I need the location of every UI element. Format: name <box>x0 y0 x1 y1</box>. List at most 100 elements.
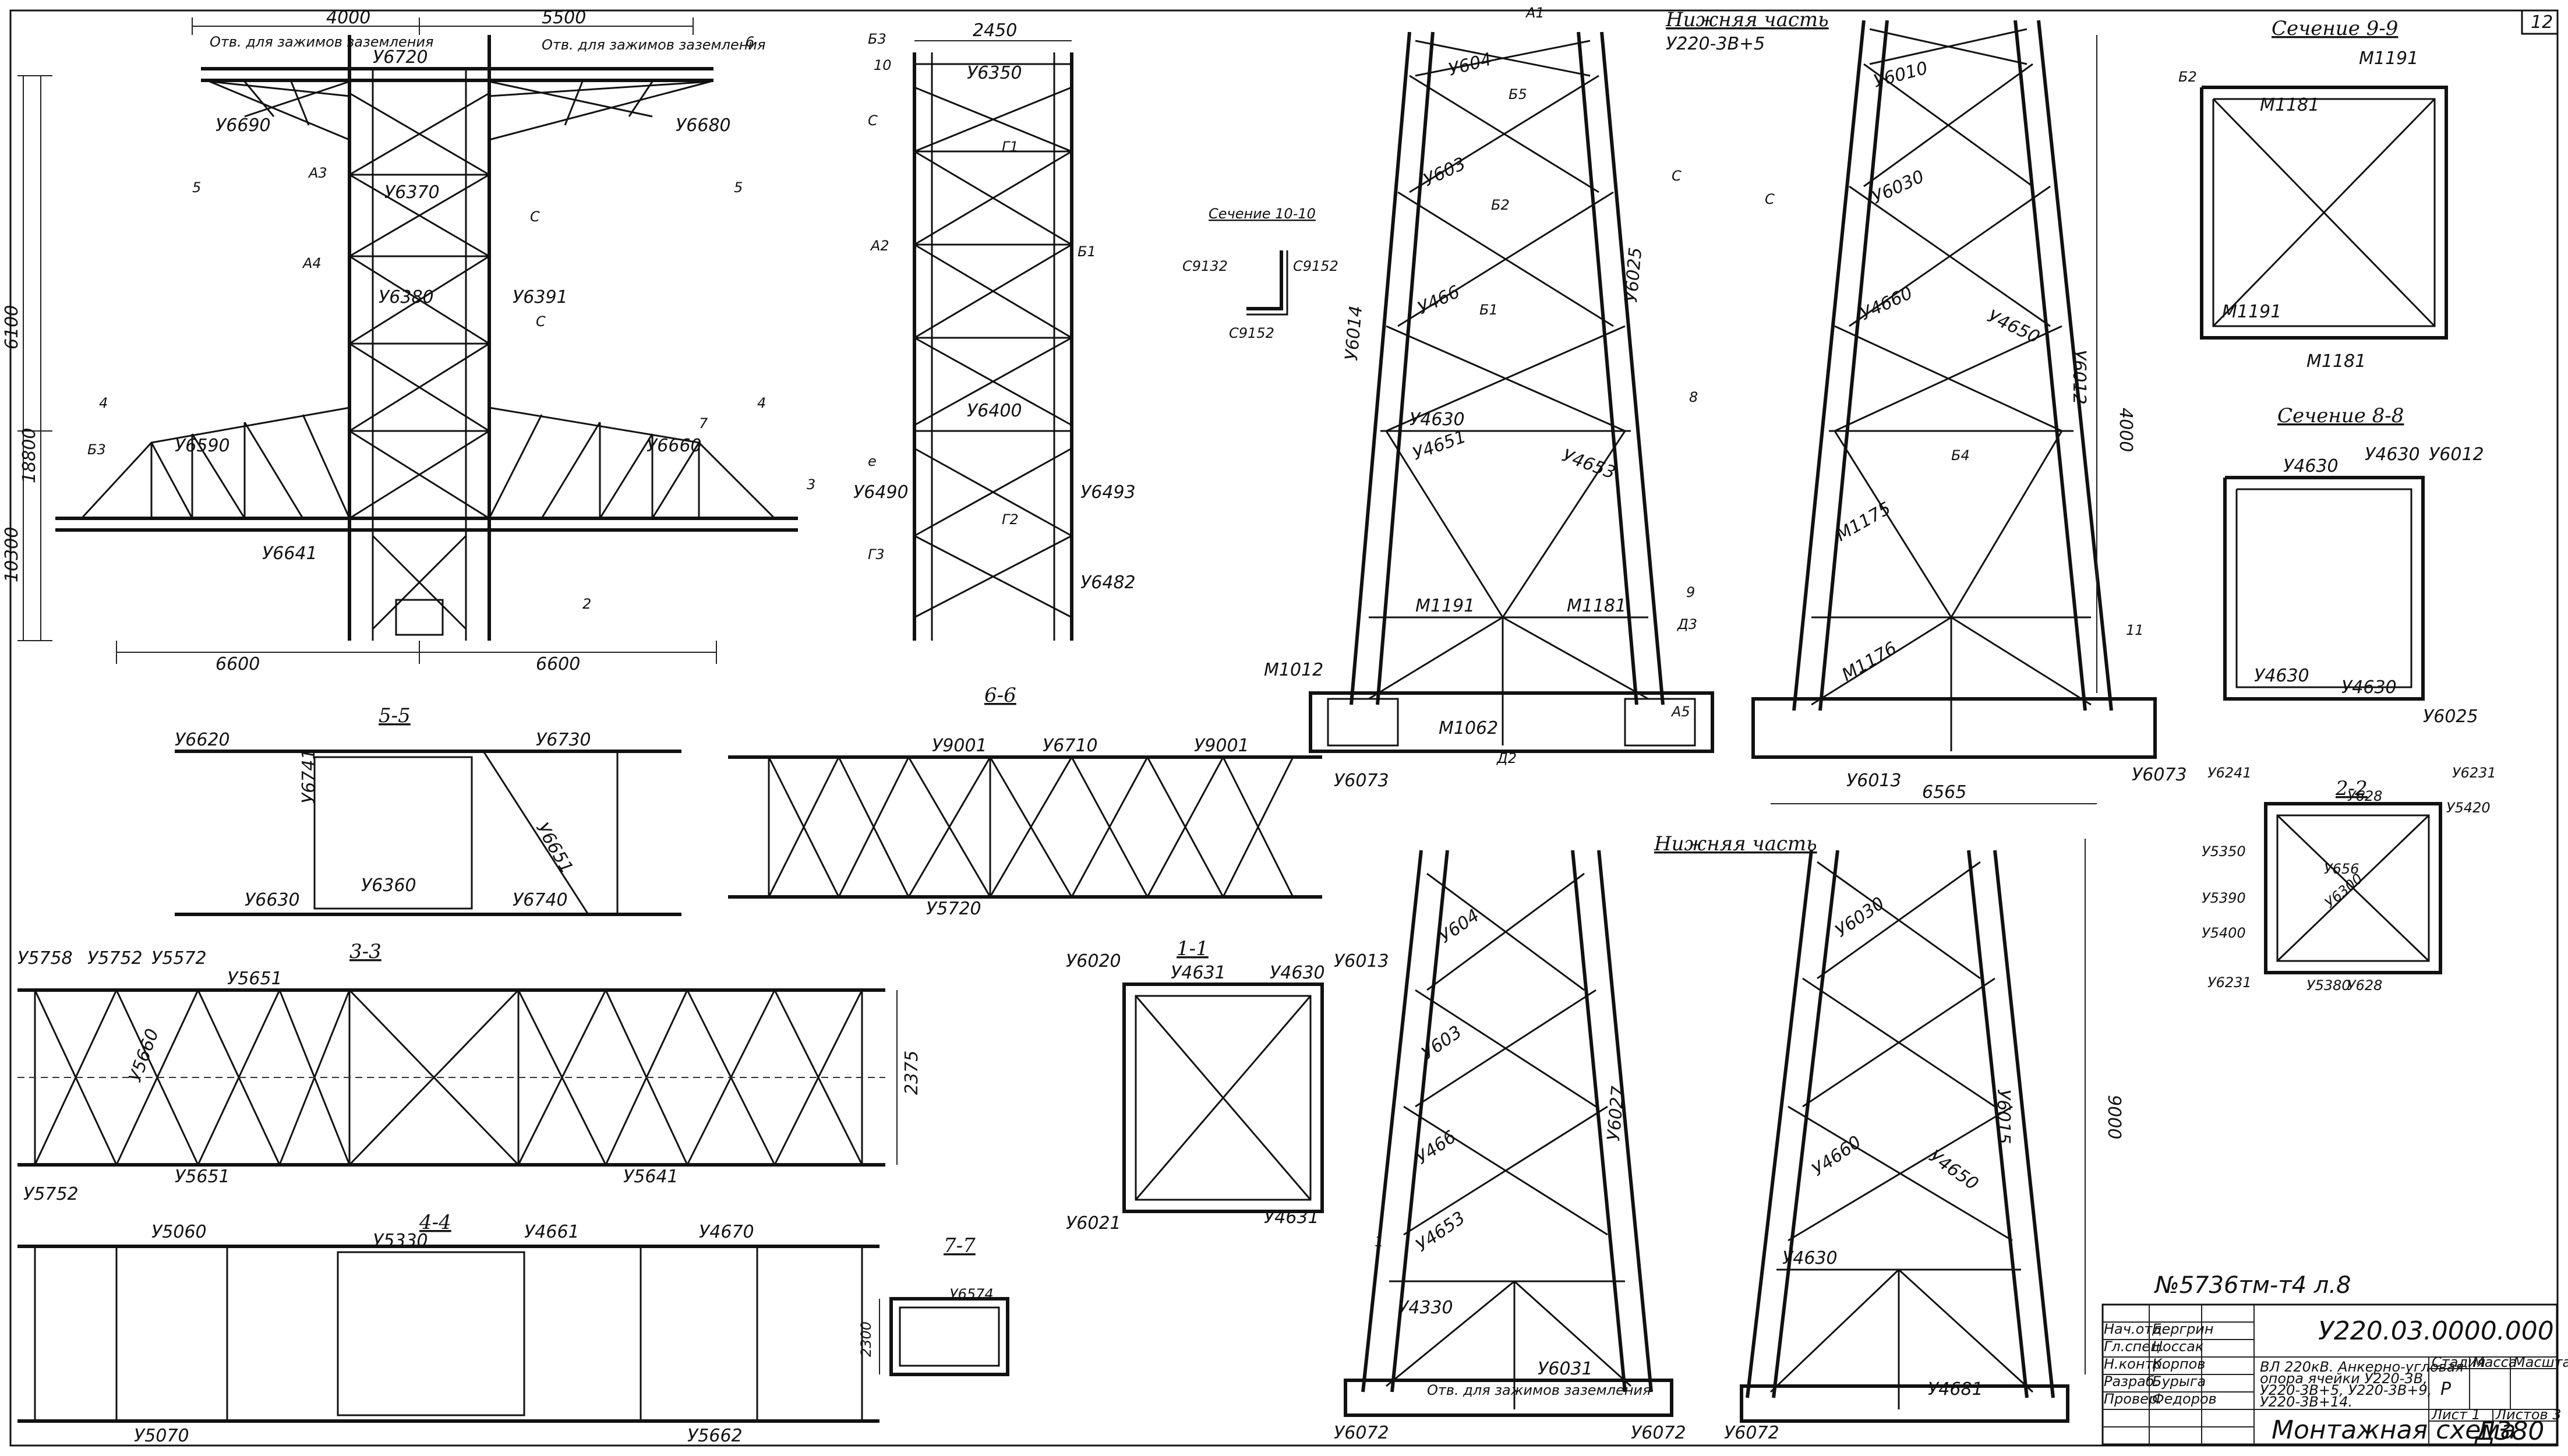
mark-y6031: У6031 <box>1538 1359 1593 1379</box>
mark-y5758: У5758 <box>17 948 73 969</box>
mark-y6350: У6350 <box>967 63 1022 83</box>
mark-y6241: У6241 <box>2207 765 2252 781</box>
sheet-border <box>9 9 2559 1447</box>
stamp-row-2: Гл.спец. <box>2104 1338 2164 1355</box>
dim-2300: 2300 <box>858 1321 874 1357</box>
letter-b1: Б1 <box>1479 302 1498 318</box>
hole-note-right: Отв. для зажимов заземления <box>542 37 765 53</box>
mark-y4653-1: У4653 <box>1559 446 1618 483</box>
letter-g2: Г2 <box>1002 511 1019 528</box>
mark-y6231-b: У6231 <box>2207 974 2252 991</box>
letter-a4: А4 <box>302 255 322 271</box>
mark-y4631-a: У4631 <box>1171 963 1226 983</box>
mark-m1191-s9: М1191 <box>2359 48 2418 69</box>
cut-2: 2 <box>582 596 591 612</box>
stamp-row-1: Нач.отд. <box>2104 1321 2166 1337</box>
dim-6100: 6100 <box>2 305 22 349</box>
mark-y6073-2: У6073 <box>2132 765 2187 785</box>
mark-y4660: У4660 <box>1857 283 1916 325</box>
mark-m1181-s9: М1181 <box>2260 95 2319 115</box>
mark-y6020: У6020 <box>1066 951 1121 971</box>
dim-2375: 2375 <box>902 1051 922 1095</box>
mark-y6370: У6370 <box>384 182 440 203</box>
mark-y6021: У6021 <box>1066 1213 1121 1234</box>
lower-part-elevation-2: 4000 6565 У6010 У6030 У4660 У4650 М1175 … <box>1751 20 2187 804</box>
cut-3: 3 <box>807 476 815 493</box>
letter-c-tower: С <box>868 112 878 129</box>
lower-part-subtitle: У220-3В+5 <box>1666 34 1765 54</box>
mark-y6013-a: У6013 <box>1846 771 1902 791</box>
cut-10: 10 <box>874 57 892 73</box>
title-code: У220.03.0000.000 <box>2318 1316 2554 1346</box>
cut-9: 9 <box>1686 584 1695 600</box>
mark-y5662: У5662 <box>687 1426 743 1446</box>
section-2-title: 2-2 <box>2335 777 2368 800</box>
lower-part-elevation-4: У6030 У4660 У4650 У4630 У6015 У4681 У607… <box>1538 850 2069 1443</box>
mark-y6391: У6391 <box>513 287 568 308</box>
stamp-row-3: Н.контр. <box>2104 1356 2166 1372</box>
letter-c-2: С <box>536 313 546 330</box>
cut-4-left: 4 <box>99 395 108 411</box>
section-2-2: 2-2 У628 У628 У6241 У6231 У6231 У5420 У5… <box>2202 765 2496 994</box>
dim-4000: 4000 <box>326 8 370 28</box>
stamp-row-5: Провер. <box>2104 1391 2162 1407</box>
mark-m1176: М1176 <box>1839 638 1901 685</box>
section-3-3: 3-3 2375 У5758 У5752 У5752 У5572 У5651 У… <box>17 940 922 1204</box>
mark-y6360: У6360 <box>361 875 416 896</box>
letter-b1-tower: Б1 <box>1078 243 1096 260</box>
stage-value: Р <box>2440 1379 2452 1400</box>
section-4-title: 4-4 <box>419 1211 451 1234</box>
mark-y6231-a: У6231 <box>2452 765 2496 781</box>
mark-y6072-b: У6072 <box>1631 1423 1686 1443</box>
mark-m1012-1: М1012 <box>1264 660 1323 680</box>
stamp-name-3: Корпов <box>2152 1356 2205 1372</box>
section-7-7: 7-7 2300 У6574 <box>858 1234 1009 1376</box>
letter-e: е <box>868 453 877 469</box>
letter-b3: Б3 <box>87 441 106 458</box>
dim-2450: 2450 <box>973 20 1017 41</box>
letter-b2: Б2 <box>1491 197 1510 213</box>
drawing-name: Монтажная схема <box>2272 1415 2516 1445</box>
mark-y4651-1: У4651 <box>1410 426 1469 464</box>
letter-c-l1: С <box>1672 168 1682 184</box>
mark-y6741: У6741 <box>299 748 319 804</box>
mark-y5752-a: У5752 <box>87 948 143 969</box>
mark-m1191-1: М1191 <box>1415 596 1475 616</box>
mark-c9152-a: С9152 <box>1293 258 1338 274</box>
section-9-title: Сечение 9-9 <box>2272 17 2398 40</box>
letter-c-1: С <box>530 208 540 225</box>
mark-y4631-b: У4631 <box>1264 1207 1319 1228</box>
letter-b3-tower: Б3 <box>868 31 886 47</box>
scale-value: Д380 <box>2474 1416 2544 1446</box>
section-9-9: Сечение 9-9 М1191 М1181 М1181 М1191 Б2 <box>2178 17 2448 372</box>
dim-6600-left: 6600 <box>216 654 260 674</box>
mark-y6010: У6010 <box>1871 58 1930 91</box>
mark-y5641: У5641 <box>623 1167 679 1187</box>
mark-y4681: У4681 <box>1928 1379 1983 1400</box>
mark-y4630-s8d: У4630 <box>2341 677 2397 698</box>
mark-y4653-3: У4653 <box>1412 1208 1470 1256</box>
section-6-title: 6-6 <box>984 684 1016 707</box>
cut-5-right: 5 <box>734 179 743 196</box>
tower-side-elevation: 2450 У6350 У6400 У6490 У6493 У6482 Б3 С … <box>853 20 1136 641</box>
mark-y5400: У5400 <box>2202 925 2246 941</box>
section-8-8: Сечение 8-8 У4630 У4630 У6012 У4630 У602… <box>2223 404 2484 727</box>
mark-y6730: У6730 <box>536 730 591 750</box>
stamp-name-5: Федоров <box>2152 1391 2217 1407</box>
letter-c-l2: С <box>1765 191 1775 207</box>
mark-m1175: М1175 <box>1833 499 1895 546</box>
letter-b5: Б5 <box>1509 86 1527 103</box>
dim-9000: 9000 <box>2104 1095 2124 1139</box>
cut-8: 8 <box>1689 389 1698 405</box>
mark-y6072-c: У6072 <box>1724 1423 1779 1443</box>
section-5-title: 5-5 <box>379 704 411 727</box>
dim-10300: 10300 <box>2 527 22 582</box>
mark-y628-a: У628 <box>2347 788 2382 804</box>
mark-y9001-a: У9001 <box>932 736 987 756</box>
section-4-4: 4-4 У5060 У5070 У5662 У4661 У4670 У5330 <box>17 1211 879 1446</box>
mark-y6025-1: У6025 <box>1621 246 1646 303</box>
mark-y5420-a: У5420 <box>2446 800 2491 816</box>
cut-1: 1 <box>1375 1234 1383 1250</box>
mark-y4650-4: У4650 <box>1925 1146 1982 1195</box>
